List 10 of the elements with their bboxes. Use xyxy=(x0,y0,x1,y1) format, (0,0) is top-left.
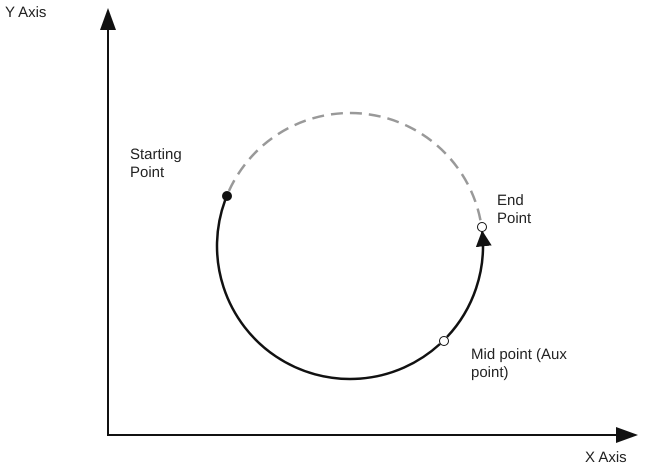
point-label: Starting Point xyxy=(130,146,183,182)
dashed-arc xyxy=(228,112,482,222)
point-marker xyxy=(438,336,449,346)
arc-arrow xyxy=(446,230,491,338)
point-label: Mid point (Aux point) xyxy=(471,346,568,382)
axis-label: Y Axis xyxy=(5,4,46,22)
point-label: End Point xyxy=(497,192,532,228)
point-marker xyxy=(222,190,232,201)
axis-label: X Axis xyxy=(585,449,627,467)
point-marker xyxy=(476,222,487,232)
